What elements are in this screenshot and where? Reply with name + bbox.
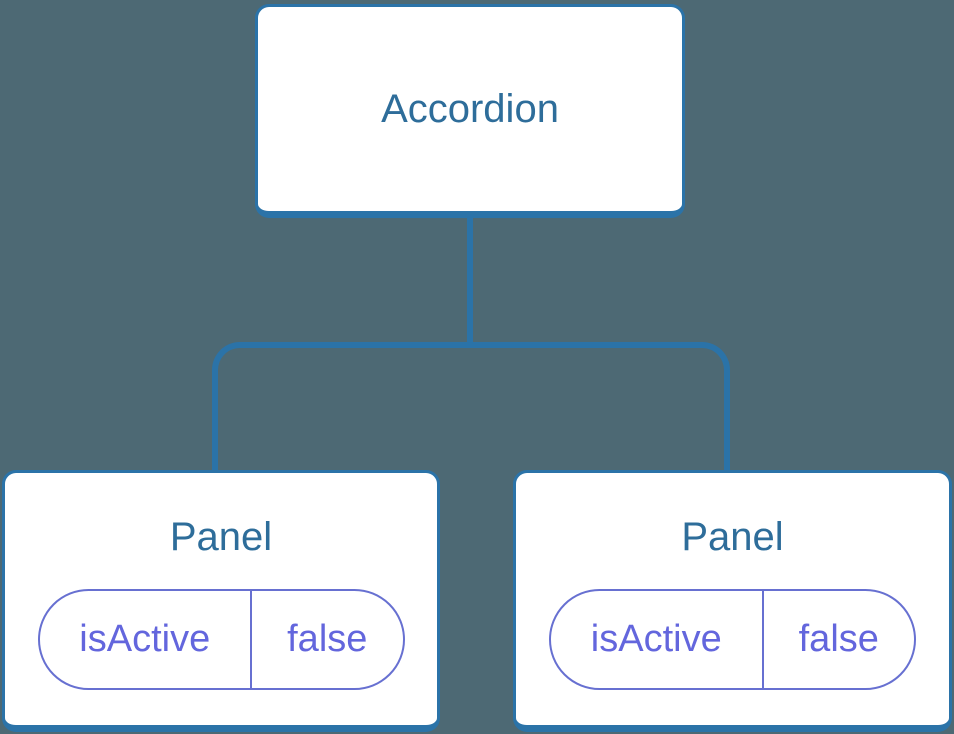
panel-node-label: Panel — [169, 515, 273, 559]
state-value-label: false — [761, 591, 914, 688]
accordion-node-label: Accordion — [381, 87, 559, 131]
panel-node-left: Panel isActive false — [2, 470, 440, 732]
state-pill: isActive false — [549, 589, 916, 690]
panel-node-label: Panel — [681, 515, 784, 559]
accordion-node: Accordion — [255, 4, 685, 218]
state-key-label: isActive — [590, 618, 722, 660]
panel-node-right: Panel isActive false — [513, 470, 952, 732]
state-pill: isActive false — [37, 589, 405, 690]
connector-branch-bracket — [212, 342, 730, 472]
connector-trunk-line — [467, 214, 473, 344]
state-value-label: false — [250, 591, 402, 688]
state-key-label: isActive — [79, 618, 211, 660]
